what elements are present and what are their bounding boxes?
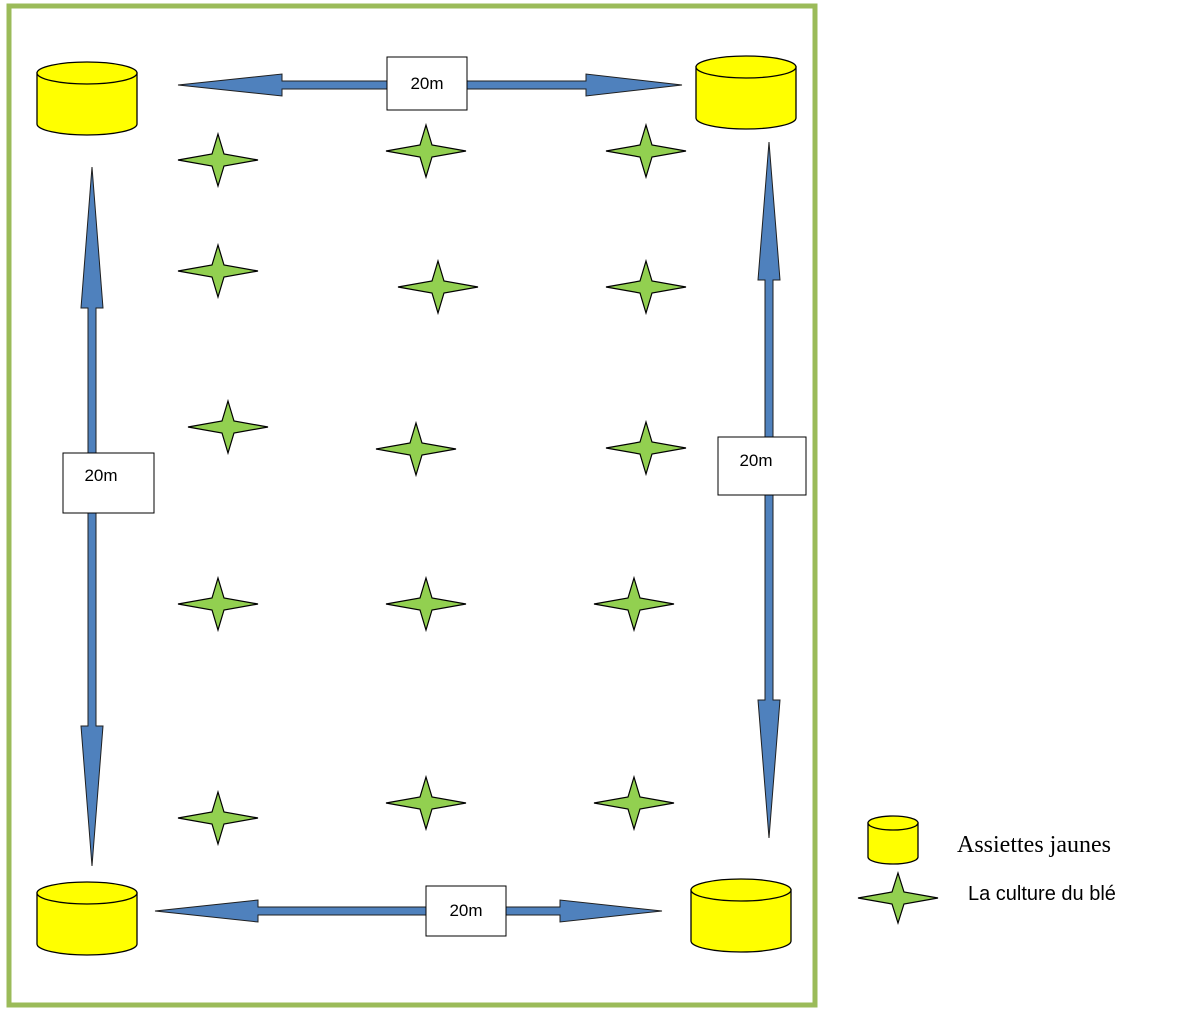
wheat-plant-9 bbox=[605, 419, 687, 477]
left-dimension-arrow bbox=[80, 166, 104, 867]
legend-plant-star bbox=[857, 871, 939, 925]
field-border bbox=[6, 3, 818, 1008]
legend-plant-icon bbox=[857, 871, 939, 925]
yellow-plate-1 bbox=[36, 61, 138, 136]
wheat-plant-15 bbox=[593, 774, 675, 832]
legend: Assiettes jaunes La culture du blé bbox=[857, 815, 1116, 925]
wheat-plant-13 bbox=[177, 789, 259, 847]
left-dimension-label: 20m bbox=[62, 452, 155, 514]
wheat-plant-8 bbox=[375, 420, 457, 478]
svg-text:20m: 20m bbox=[410, 74, 443, 93]
wheat-plant-7 bbox=[187, 398, 269, 456]
yellow-plates bbox=[36, 55, 797, 956]
wheat-plant-14 bbox=[385, 774, 467, 832]
svg-text:20m: 20m bbox=[84, 466, 117, 485]
svg-text:20m: 20m bbox=[449, 901, 482, 920]
wheat-plant-1 bbox=[177, 131, 259, 189]
top-dimension-label: 20m bbox=[386, 56, 468, 111]
bottom-dimension-label: 20m bbox=[425, 885, 507, 937]
yellow-plate-4 bbox=[690, 878, 792, 953]
wheat-plant-4 bbox=[177, 242, 259, 300]
legend-plate-icon bbox=[867, 815, 919, 865]
wheat-plant-6 bbox=[605, 258, 687, 316]
svg-text:20m: 20m bbox=[739, 451, 772, 470]
yellow-plate-2 bbox=[695, 55, 797, 130]
right-dimension-label: 20m bbox=[717, 436, 807, 496]
legend-plate-label: Assiettes jaunes bbox=[957, 832, 1111, 858]
wheat-plant-10 bbox=[177, 575, 259, 633]
legend-plate-cylinder bbox=[867, 815, 919, 865]
legend-plant-label: La culture du blé bbox=[968, 883, 1116, 905]
yellow-plate-3 bbox=[36, 881, 138, 956]
bottom-dimension-arrow bbox=[154, 899, 663, 923]
wheat-plant-11 bbox=[385, 575, 467, 633]
wheat-plant-3 bbox=[605, 122, 687, 180]
wheat-plants bbox=[177, 122, 687, 847]
wheat-plant-2 bbox=[385, 122, 467, 180]
wheat-plant-12 bbox=[593, 575, 675, 633]
wheat-plant-5 bbox=[397, 258, 479, 316]
